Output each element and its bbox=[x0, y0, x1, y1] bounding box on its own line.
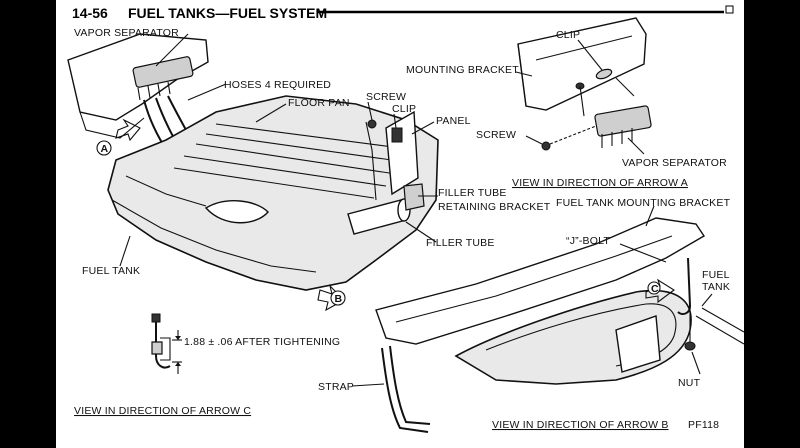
detail-view-c bbox=[151, 313, 182, 374]
header-box-icon bbox=[725, 5, 734, 14]
label-screw-main: SCREW bbox=[366, 91, 406, 103]
detail-a-clip bbox=[595, 68, 613, 80]
detail-view-b: C bbox=[351, 205, 744, 433]
detail-b-strap bbox=[381, 347, 429, 433]
label-fuel-tank: FUEL TANK bbox=[82, 265, 140, 277]
label-screw-detail: SCREW bbox=[476, 129, 516, 141]
detail-b-nut bbox=[684, 341, 696, 351]
page-number: 14-56 bbox=[72, 5, 108, 21]
arrow-c: C bbox=[645, 278, 675, 304]
main-leaders bbox=[119, 33, 438, 267]
label-filler-tube-retaining-2: RETAINING BRACKET bbox=[438, 201, 551, 213]
label-vapor-separator: VAPOR SEPARATOR bbox=[74, 27, 179, 39]
detail-view-a bbox=[515, 17, 652, 155]
label-hoses: HOSES 4 REQUIRED bbox=[224, 79, 331, 91]
label-filler-tube-retaining-1: FILLER TUBE bbox=[438, 187, 507, 199]
page-title: FUEL TANKS—FUEL SYSTEM bbox=[128, 5, 327, 21]
label-fuel-tank-right-2: TANK bbox=[702, 281, 730, 293]
arrow-a: A bbox=[96, 118, 141, 156]
label-strap: STRAP bbox=[318, 381, 354, 393]
filler-tube-retaining-bracket bbox=[403, 183, 425, 211]
figure-code: PF118 bbox=[688, 419, 719, 431]
svg-text:A: A bbox=[101, 143, 109, 155]
label-filler-tube: FILLER TUBE bbox=[426, 237, 495, 249]
label-floor-pan: FLOOR PAN bbox=[288, 97, 350, 109]
detail-a-bracket bbox=[517, 17, 647, 111]
label-fuel-tank-mounting-bracket: FUEL TANK MOUNTING BRACKET bbox=[556, 197, 731, 209]
caption-view-arrow-a: VIEW IN DIRECTION OF ARROW A bbox=[512, 177, 688, 189]
svg-text:B: B bbox=[335, 293, 343, 305]
label-panel: PANEL bbox=[436, 115, 471, 127]
clip-part bbox=[391, 127, 403, 143]
arrow-b: B bbox=[317, 284, 346, 312]
label-measurement: 1.88 ± .06 AFTER TIGHTENING bbox=[184, 336, 340, 348]
label-mounting-bracket: MOUNTING BRACKET bbox=[406, 64, 519, 76]
fuel-system-diagram: 14-56 FUEL TANKS—FUEL SYSTEM bbox=[67, 5, 744, 433]
screw-part bbox=[367, 119, 377, 129]
label-clip-detail: CLIP bbox=[556, 29, 580, 41]
fuel-tank-body bbox=[107, 95, 439, 291]
label-vapor-separator-detail: VAPOR SEPARATOR bbox=[622, 157, 727, 169]
label-clip-main: CLIP bbox=[392, 103, 416, 115]
manual-sheet: 14-56 FUEL TANKS—FUEL SYSTEM bbox=[56, 0, 744, 448]
svg-text:C: C bbox=[651, 283, 659, 295]
label-j-bolt: “J”-BOLT bbox=[566, 235, 610, 247]
label-nut: NUT bbox=[678, 377, 701, 389]
label-fuel-tank-right-1: FUEL bbox=[702, 269, 730, 281]
vapor-separator-main bbox=[132, 56, 194, 88]
caption-view-arrow-c: VIEW IN DIRECTION OF ARROW C bbox=[74, 405, 251, 417]
caption-view-arrow-b: VIEW IN DIRECTION OF ARROW B bbox=[492, 419, 669, 431]
detail-a-vapor-separator bbox=[594, 105, 652, 137]
main-assembly: A B bbox=[67, 33, 439, 312]
detail-a-screw bbox=[541, 141, 551, 151]
